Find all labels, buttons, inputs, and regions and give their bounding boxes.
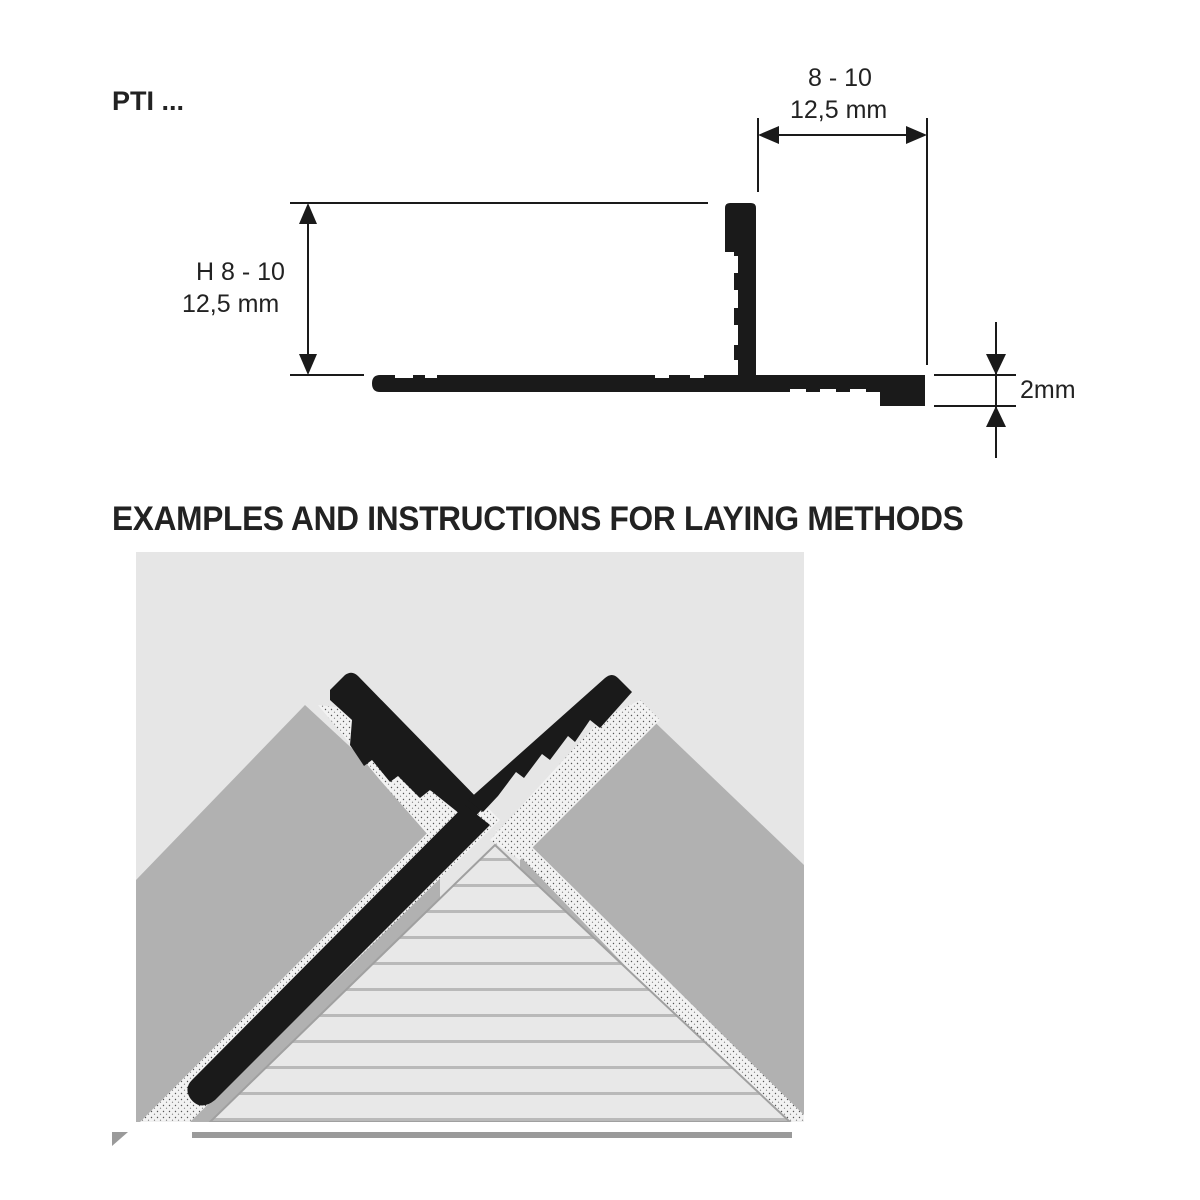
width-dimension-label-mm: 12,5 mm xyxy=(790,96,888,124)
width-arrow-left-icon xyxy=(758,126,779,144)
dimension-lines xyxy=(290,118,1016,458)
base-thickness-label: 2mm xyxy=(1020,376,1076,404)
thickness-arrow-down-icon xyxy=(986,354,1006,375)
corner-profile-icon xyxy=(187,672,632,1106)
adhesive-right-upper xyxy=(490,700,660,860)
height-arrow-top-icon xyxy=(299,203,317,224)
height-arrow-bottom-icon xyxy=(299,354,317,375)
tile-front-striped xyxy=(210,845,790,1122)
product-code: PTI ... xyxy=(112,86,185,116)
adhesive-right-lower xyxy=(495,830,804,1122)
laying-methods-title: EXAMPLES AND INSTRUCTIONS FOR LAYING MET… xyxy=(112,500,964,538)
thickness-arrow-up-icon xyxy=(986,406,1006,427)
width-arrow-right-icon xyxy=(906,126,927,144)
corner-mark xyxy=(112,1132,128,1146)
height-dimension-label-mm: 12,5 mm xyxy=(182,290,280,318)
height-dimension-label: H 8 - 10 xyxy=(196,258,285,286)
base-line xyxy=(192,1132,792,1138)
profile-drawing xyxy=(290,118,1016,458)
width-dimension-label: 8 - 10 xyxy=(808,64,872,92)
profile-cross-section-icon xyxy=(372,203,925,406)
